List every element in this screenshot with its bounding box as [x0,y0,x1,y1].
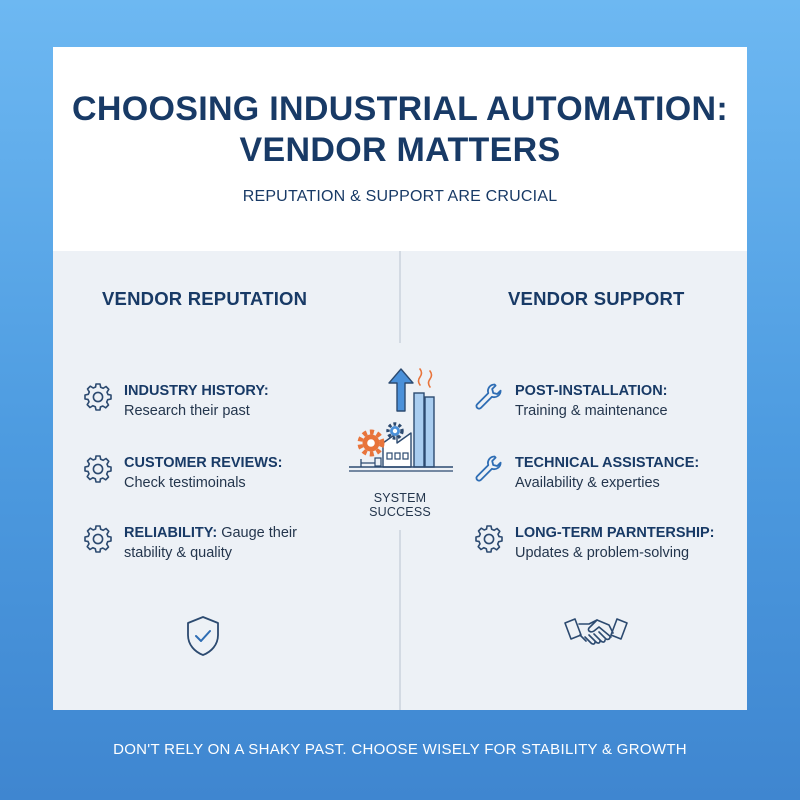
item-text-inline: Gauge their [221,525,297,541]
item-label: CUSTOMER REVIEWS: [124,455,283,471]
item-label: TECHNICAL ASSISTANCE: [515,455,700,471]
wrench-icon [473,453,505,485]
gear-icon [82,523,114,555]
reputation-item-reliability: RELIABILITY: Gauge their stability & qua… [82,523,322,563]
center-divider-top [399,251,401,343]
gear-icon [82,381,114,413]
item-label: LONG-TERM PARNTERSHIP: [515,525,715,541]
system-success-caption: SYSTEM SUCCESS [369,491,431,519]
item-text: stability & quality [124,545,232,561]
vendor-reputation-title: VENDOR REPUTATION [102,288,308,309]
title-line-1: CHOOSING INDUSTRIAL AUTOMATION: [72,90,728,128]
reputation-item-customer-reviews: CUSTOMER REVIEWS: Check testimoinals [82,453,302,493]
footer-slogan: DON'T RELY ON A SHAKY PAST. CHOOSE WISEL… [113,741,687,758]
item-label: RELIABILITY: [124,525,218,541]
shield-check-icon [187,616,219,656]
handshake-icon [564,618,628,645]
center-divider-bottom [399,530,401,710]
card-header: CHOOSING INDUSTRIAL AUTOMATION: VENDOR M… [53,47,747,251]
item-label: INDUSTRY HISTORY: [124,383,269,399]
gear-icon [82,453,114,485]
factory-growth-icon [349,368,453,472]
gear-icon [473,523,505,555]
infographic-card: CHOOSING INDUSTRIAL AUTOMATION: VENDOR M… [53,47,747,710]
reputation-item-industry-history: INDUSTRY HISTORY: Research their past [82,381,302,421]
page-title: CHOOSING INDUSTRIAL AUTOMATION: VENDOR M… [53,89,747,171]
item-label: POST-INSTALLATION: [515,383,668,399]
title-line-2: VENDOR MATTERS [239,131,561,169]
item-text: Training & maintenance [515,403,668,419]
item-text: Check testimoinals [124,475,246,491]
support-item-long-term-partnership: LONG-TERM PARNTERSHIP: Updates & problem… [473,523,733,563]
subtitle: REPUTATION & SUPPORT ARE CRUCIAL [242,188,558,205]
item-text: Updates & problem-solving [515,545,690,561]
item-text: Availability & experties [515,475,660,491]
support-item-technical-assistance: TECHNICAL ASSISTANCE: Availability & exp… [473,453,733,493]
support-item-post-installation: POST-INSTALLATION: Training & maintenanc… [473,381,733,421]
vendor-support-title: VENDOR SUPPORT [508,288,685,309]
item-text: Research their past [124,403,250,419]
wrench-icon [473,381,505,413]
